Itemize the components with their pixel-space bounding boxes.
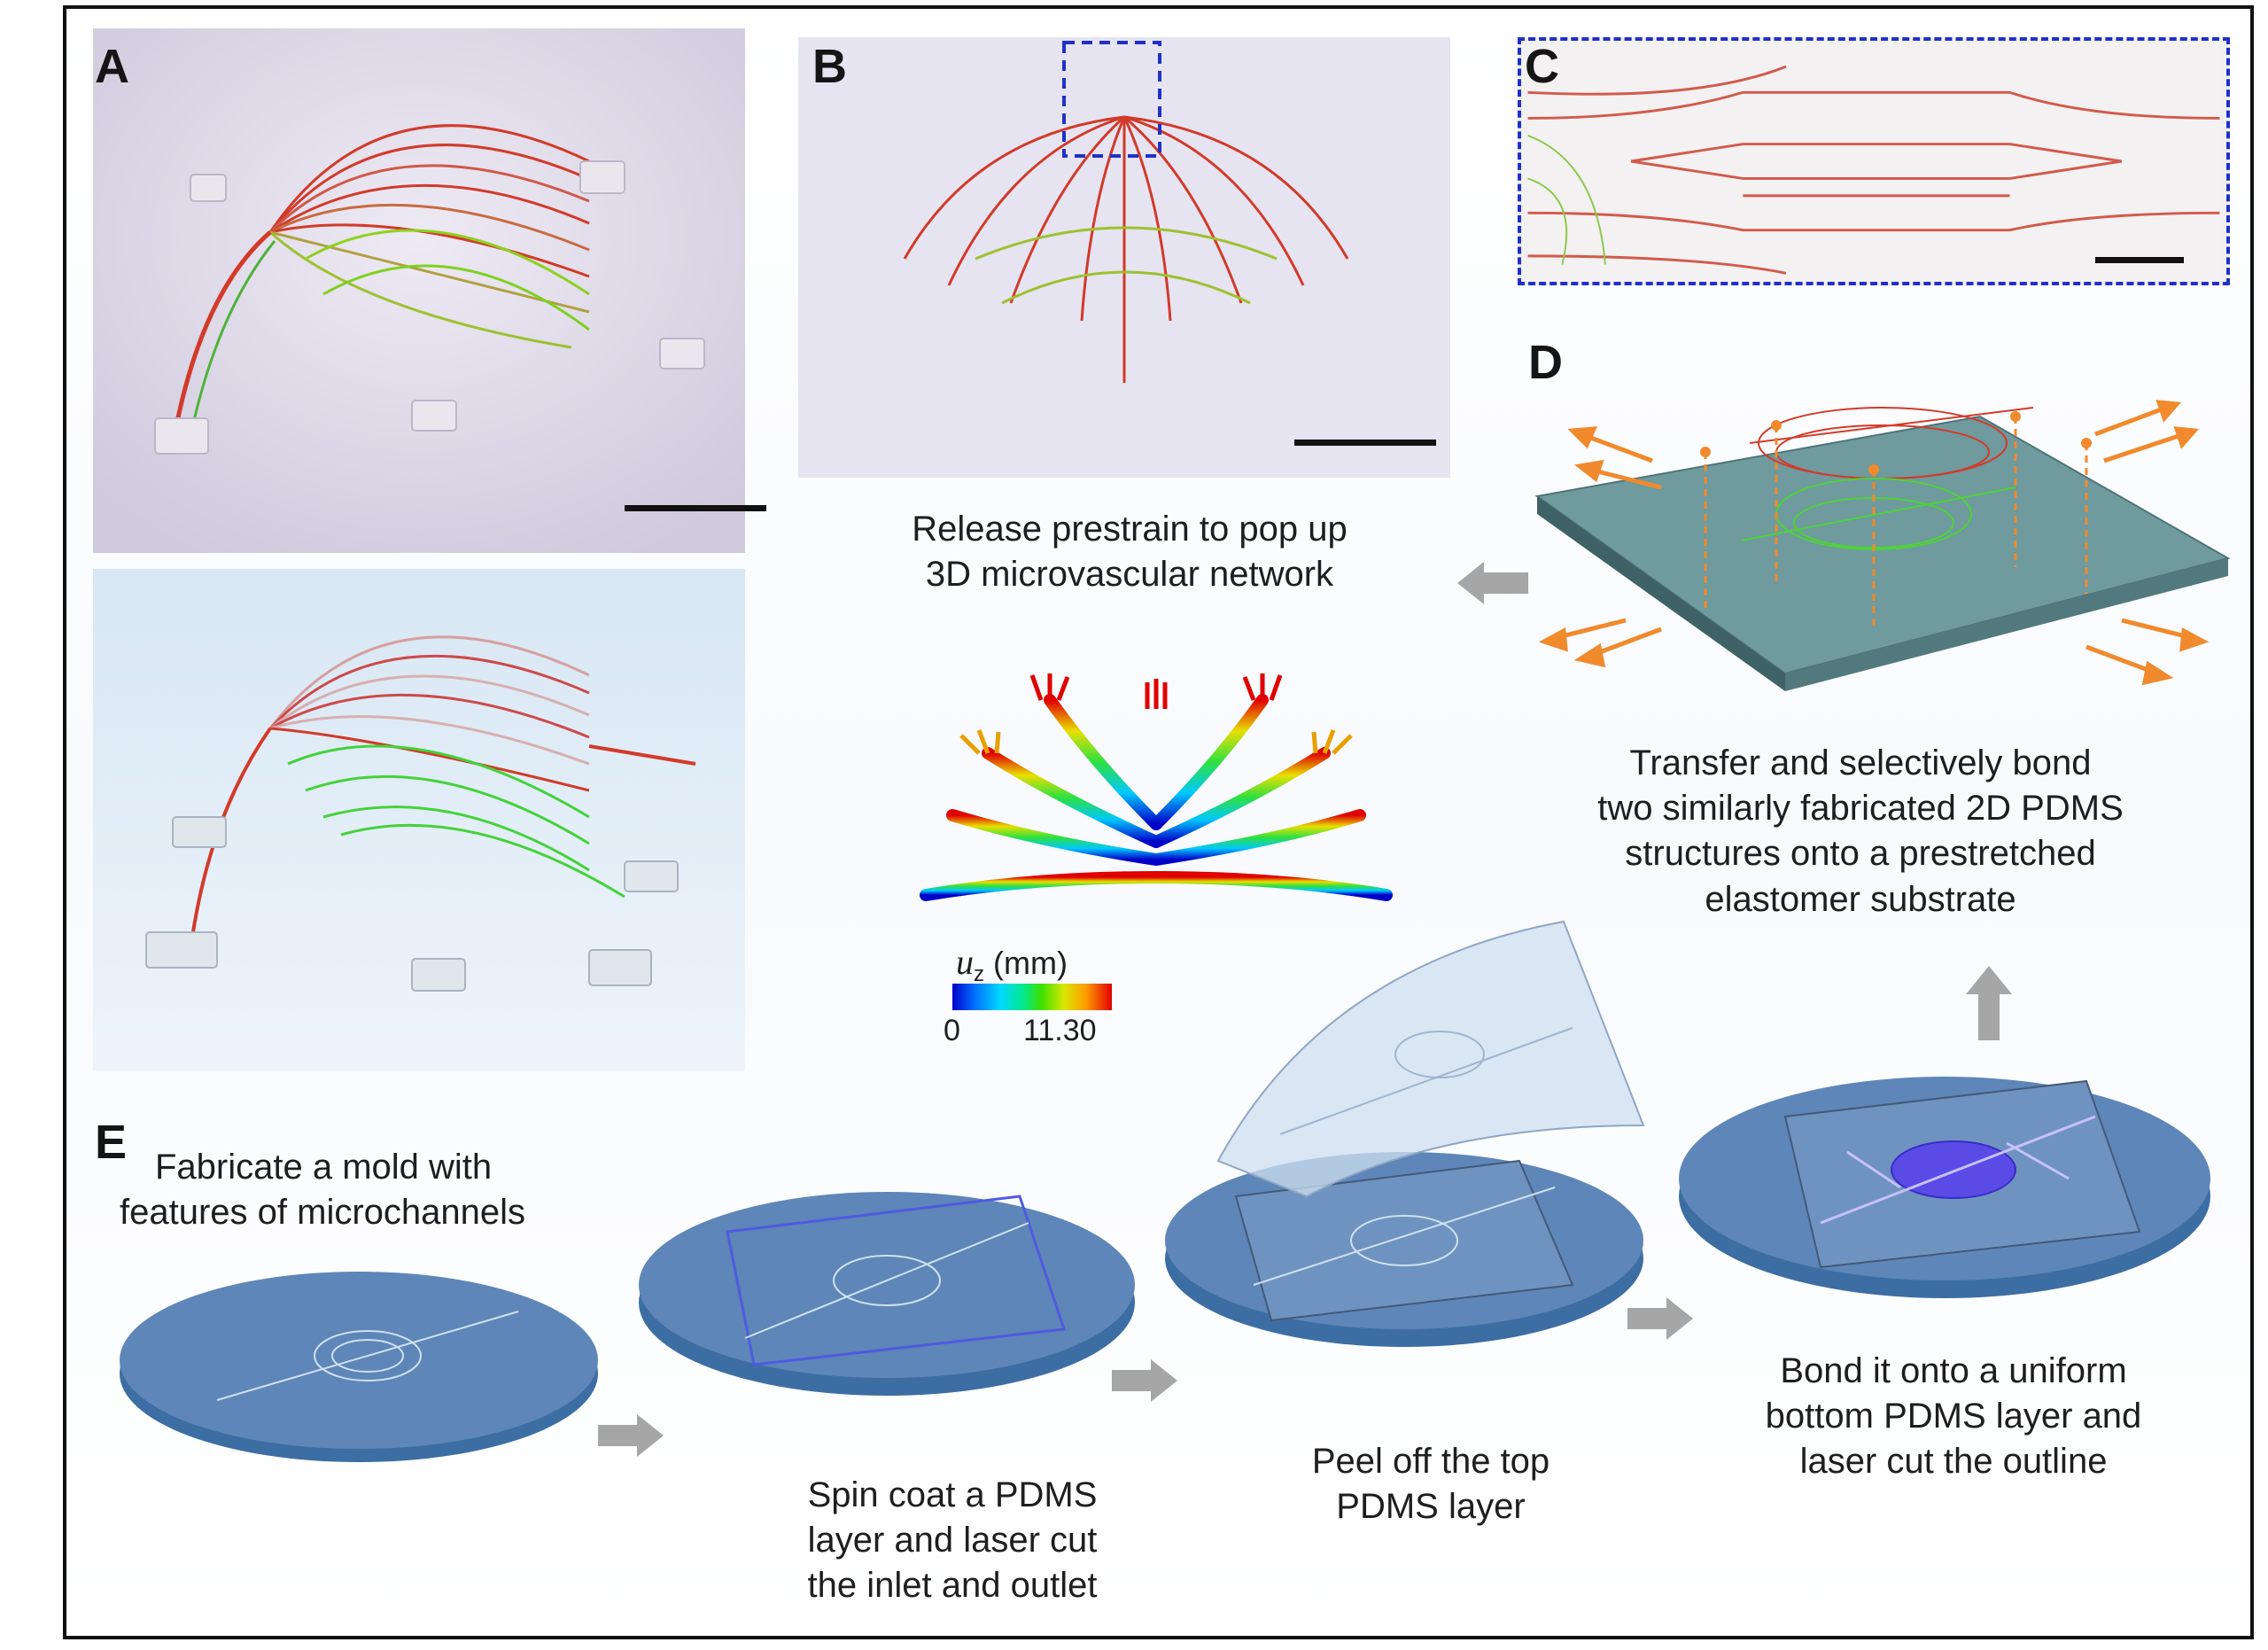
panel-c-zoom xyxy=(1518,37,2230,285)
step4-bond-wafer xyxy=(1670,1046,2219,1311)
step1-caption: Fabricate a mold with features of microc… xyxy=(120,1148,526,1233)
panel-b-photo xyxy=(798,37,1450,478)
process-arrow-2 xyxy=(1112,1359,1177,1402)
displacement-contour xyxy=(920,673,1393,910)
step2-caption: Spin coat a PDMS layer and laser cut the… xyxy=(807,1475,1098,1606)
colorbar-title: uz (mm) xyxy=(956,942,1068,987)
transfer-bond-caption: Transfer and selectively bond two simila… xyxy=(1597,743,2124,919)
up-arrow xyxy=(1966,966,2012,1040)
panel-a-photo xyxy=(93,28,745,553)
microvascular-photo-b xyxy=(798,37,1450,478)
panel-label-c: C xyxy=(1525,40,1559,93)
process-arrow-3 xyxy=(1627,1297,1693,1340)
panel-label-b: B xyxy=(812,40,847,93)
step4-caption: Bond it onto a uniform bottom PDMS layer… xyxy=(1765,1351,2142,1482)
step1-mold-wafer xyxy=(111,1249,607,1471)
scale-bar-b xyxy=(1294,440,1436,446)
scale-bar-a xyxy=(625,505,766,511)
panel-label-e: E xyxy=(95,1116,128,1169)
strain-arrows xyxy=(1538,400,2210,686)
microvascular-photo-a xyxy=(93,28,745,553)
step3-peel-wafer xyxy=(1147,895,1679,1356)
microvascular-rendering xyxy=(93,569,745,1070)
colorbar-min-label: 0 xyxy=(944,1014,960,1047)
step2-spin-coat-wafer xyxy=(630,1161,1144,1400)
colorbar xyxy=(952,984,1112,1010)
scale-bar-c xyxy=(2095,257,2184,263)
release-prestrain-caption: Release prestrain to pop up 3D microvasc… xyxy=(912,510,1348,595)
channel-closeup xyxy=(1527,41,2220,282)
step3-caption: Peel off the top PDMS layer xyxy=(1311,1442,1550,1527)
release-arrow xyxy=(1457,562,1528,604)
colorbar-max-label: 11.30 xyxy=(1023,1014,1097,1047)
process-arrow-1 xyxy=(598,1414,664,1457)
prestretched-substrate xyxy=(1534,400,2231,691)
panel-label-d: D xyxy=(1528,336,1563,389)
fea-simulation xyxy=(899,647,1413,913)
panel-a-rendering xyxy=(93,569,745,1070)
zoom-region-box xyxy=(1062,41,1161,158)
figure-frame: A xyxy=(63,5,2254,1639)
panel-d-illustration xyxy=(1484,337,2246,753)
panel-label-a: A xyxy=(95,40,129,93)
